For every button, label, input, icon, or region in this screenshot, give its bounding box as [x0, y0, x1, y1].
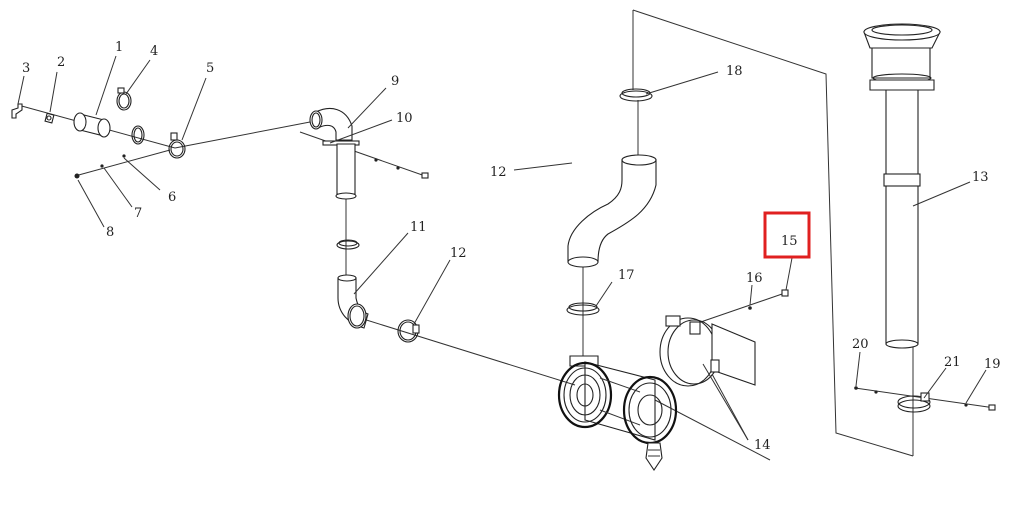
callout-8: 8	[106, 225, 114, 240]
callout-17: 17	[618, 268, 635, 283]
callout-11: 11	[410, 220, 427, 235]
callout-4: 4	[150, 44, 158, 59]
callout-3: 3	[22, 61, 30, 76]
bolts-part-10	[374, 158, 429, 179]
callout-1: 1	[115, 40, 123, 55]
callout-14: 14	[754, 438, 771, 453]
highlight-box	[763, 211, 811, 259]
ring-part	[131, 125, 145, 145]
elbow-fitting-part-3	[11, 103, 23, 119]
clamp-part-5	[168, 132, 186, 159]
callout-10: 10	[396, 111, 413, 126]
callout-5: 5	[206, 61, 214, 76]
callout-19: 19	[984, 357, 1001, 372]
filter-band-bracket-part-14	[659, 315, 756, 387]
callout-16: 16	[746, 271, 763, 286]
callout-13: 13	[972, 170, 989, 185]
clamp-part-18	[619, 88, 653, 102]
hose-clamp	[336, 239, 360, 250]
s-bend-pipe-part-12	[567, 154, 657, 268]
clamp-part-17	[566, 302, 600, 316]
callout-21: 21	[944, 355, 961, 370]
callout-20: 20	[852, 337, 869, 352]
callout-labels: 1 2 3 4 5 6 7 8 9 10 11 12 12 13 14 15 1…	[22, 40, 1001, 453]
callout-7: 7	[134, 206, 142, 221]
elbow-pipe-part-11	[337, 274, 369, 329]
assembly-lines	[17, 9, 996, 461]
bolts-parts-19-20	[854, 386, 996, 411]
hose-clamp-part-12	[397, 319, 420, 343]
callout-9: 9	[391, 74, 399, 89]
air-filter-assembly-part-14	[557, 355, 678, 471]
elbow-pipe-part-9	[309, 108, 360, 200]
leader-lines	[17, 55, 987, 441]
callout-6: 6	[168, 190, 176, 205]
small-hardware-parts-6-8	[74, 154, 126, 179]
callout-12a: 12	[450, 246, 467, 261]
bolt-part-2	[44, 112, 55, 124]
callout-15: 15	[781, 234, 798, 249]
callout-2: 2	[57, 55, 65, 70]
tube-part-1	[73, 112, 111, 138]
callout-18: 18	[726, 64, 743, 79]
rain-cap-pipe-part-13	[863, 23, 941, 349]
bolt-parts-15-16	[748, 289, 789, 310]
callout-12b: 12	[490, 165, 507, 180]
clamp-part-4	[116, 87, 132, 111]
